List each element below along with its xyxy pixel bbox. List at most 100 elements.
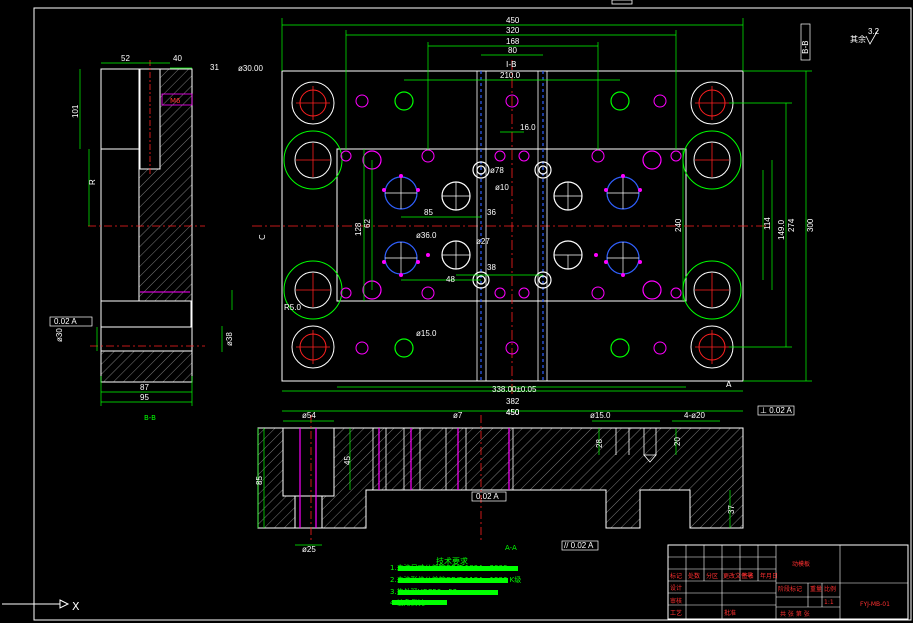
side-dim-87: 87 (140, 383, 149, 392)
side-tolerance-box: 0.02 A (54, 317, 77, 326)
top-edge-mark (611, 0, 633, 5)
title-stage-label-2: 重量 (810, 585, 822, 593)
notes-bar-1 (398, 566, 518, 571)
front-tolerance-frame-right (757, 405, 795, 416)
top-dim-phi30: ø30.00 (238, 64, 263, 73)
top-dim-450: 450 (506, 16, 520, 25)
top-dim-62: 62 (363, 219, 372, 228)
side-view-cutout-mid (100, 148, 140, 302)
top-dim-phi27: ø27 (476, 237, 490, 246)
notes-line-1: 1.未注尺寸公差按GB/T 1804—2000 m (390, 563, 517, 572)
side-view-cutout-bottom (100, 300, 192, 328)
top-dim-phi10: ø10 (495, 183, 509, 192)
top-dim-320: 320 (506, 26, 520, 35)
front-view-bore-left-low (294, 495, 323, 529)
title-row-label-2: 处数 (688, 572, 700, 580)
front-dim-45: 45 (343, 456, 352, 465)
notes-bar-4 (392, 600, 447, 605)
title-left-label-1: 设计 (670, 584, 682, 592)
side-dim-phi30: ø30 (55, 328, 64, 342)
top-dim-85: 85 (424, 208, 433, 217)
side-thread-callout: M6 (170, 97, 181, 105)
top-marker-a: A (726, 380, 732, 389)
front-section-label: A-A (505, 544, 517, 552)
front-tolerance-bottom: // 0.02 A (564, 541, 594, 550)
front-dim-4phi20: 4-ø20 (684, 411, 705, 420)
top-dim-phi78: ø78 (490, 166, 504, 175)
top-dim-16: 16.0 (520, 123, 536, 132)
top-section-label: I-B (506, 60, 516, 69)
front-tolerance-right: ⊥ 0.02 A (760, 406, 793, 415)
top-dim-338: 338.00±0.05 (492, 385, 537, 394)
title-row-label-1: 标记 (670, 572, 682, 580)
top-section-marker: C (258, 234, 267, 240)
drawing-frame (33, 7, 912, 621)
side-view-thread-box (161, 93, 193, 106)
notes-title: 技术要求 (436, 556, 468, 566)
front-view-bore-left (282, 427, 335, 497)
top-dim-114: 114 (763, 217, 772, 230)
side-view: 52 40 31 101 R M6 87 95 ø30 ø38 0.02 A B… (49, 54, 234, 422)
side-dim-101: 101 (71, 104, 80, 118)
roughness-mark (865, 29, 879, 45)
top-dim-382: 382 (506, 397, 520, 406)
front-dim-85: 85 (255, 476, 264, 485)
front-dim-phi25: ø25 (302, 545, 316, 554)
side-dim-95: 95 (140, 393, 149, 402)
notes-line-4: 4.棱角倒钝 (390, 598, 425, 607)
top-dim-128: 128 (354, 222, 363, 236)
title-sheet: 共 张 第 张 (780, 610, 810, 618)
side-tolerance-frame (49, 316, 93, 327)
front-tolerance-frame-bottom (561, 540, 599, 551)
front-view-drill-tip (643, 454, 657, 463)
title-row-label-6: 年月日 (760, 572, 778, 580)
title-drawing-no: FYJ-MB-01 (860, 601, 890, 608)
notes-line-3: 3.热处理HRC50—52 (390, 587, 457, 596)
title-block: 动模板 FYJ-MB-01 标记 处数 分区 更改文件号 签名 年月日 设计 审… (667, 544, 909, 620)
front-datum-box: 0.02 A (476, 492, 499, 501)
top-dim-38: 38 (487, 263, 496, 272)
title-stage-label-3: 比例 (824, 585, 836, 593)
title-scale: 1:1 (824, 599, 834, 606)
front-view: ø54 ø7 450 ø15.0 4-ø20 85 45 28 20 37 ø2… (255, 405, 795, 554)
title-left-label-3: 工艺 (670, 609, 682, 617)
side-dim-phi38: ø38 (225, 332, 234, 346)
side-dim-40: 40 (173, 54, 182, 63)
side-dim-31: 31 (210, 63, 219, 72)
side-section-label: B-B (144, 414, 156, 422)
title-left-label-2: 审核 (670, 597, 682, 605)
notes-bar-3 (398, 590, 498, 595)
technical-notes: 技术要求 1.未注尺寸公差按GB/T 1804—2000 m 2.未注形位公差按… (390, 556, 521, 607)
corner-label-frame (800, 23, 811, 61)
side-dim-r: R (88, 179, 97, 185)
side-view-cutout-top (100, 68, 140, 150)
front-dim-28: 28 (595, 439, 604, 448)
ucs-icon: X (2, 599, 80, 613)
front-datum-frame (471, 491, 507, 502)
roughness-symbol: 其余 (850, 34, 866, 44)
top-view: 450 320 168 80 210.0 16.0 I-B ø30.00 ø78… (238, 16, 815, 417)
notes-bar-2 (398, 578, 508, 583)
top-dim-36: 36 (487, 208, 496, 217)
title-row-label-3: 分区 (706, 572, 718, 580)
top-dim-149: 149.0 (777, 219, 786, 240)
roughness-value: 3.2 (868, 27, 880, 36)
notes-line-2: 2.未注形位公差按GB/T 1184—1996 K级 (390, 575, 521, 584)
title-row-label-5: 签名 (742, 572, 754, 580)
front-dim-20: 20 (673, 437, 682, 446)
top-dim-phi15: ø15.0 (416, 329, 437, 338)
front-dim-phi54: ø54 (302, 411, 316, 420)
front-dim-37: 37 (727, 505, 736, 514)
front-dim-phi7: ø7 (453, 411, 463, 420)
top-dim-274: 274 (787, 218, 796, 232)
top-dim-r5: R5.0 (284, 303, 301, 312)
title-row-label-4: 更改文件号 (723, 572, 753, 580)
ucs-x-label: X (72, 600, 80, 613)
side-view-bore (100, 326, 193, 352)
top-dim-210: 210.0 (500, 71, 521, 80)
title-stage-label-1: 阶段标记 (778, 585, 802, 593)
plate-pocket (336, 148, 687, 302)
top-dim-240: 240 (674, 218, 683, 232)
side-dim-52: 52 (121, 54, 130, 63)
